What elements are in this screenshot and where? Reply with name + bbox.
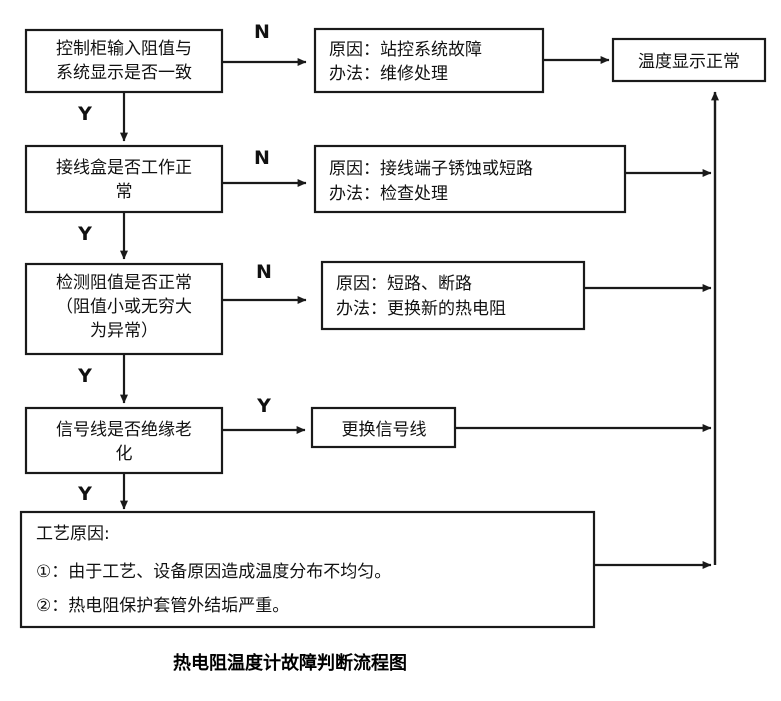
action-node-3-line2: 办法：更换新的热电阻 (336, 299, 506, 319)
action-node-1-line2: 办法：维修处理 (329, 64, 448, 84)
branch-label-n1: N (254, 21, 270, 43)
branch-label-y4: Y (77, 483, 92, 505)
action-node-1-line1: 原因：站控系统故障 (329, 40, 482, 60)
decision-node-1-box (24, 28, 224, 94)
action-node-4-box (310, 406, 457, 449)
process-note-title: 工艺原因: (36, 524, 110, 544)
branch-label-y3: Y (77, 365, 92, 387)
action-node-4[interactable]: 更换信号线 (310, 406, 457, 449)
branch-label-n2: N (254, 147, 270, 169)
terminal-node-label: 温度显示正常 (638, 52, 740, 72)
branch-label-y2: Y (77, 223, 92, 245)
action-node-2[interactable]: 原因：接线端子锈蚀或短路 办法：检查处理 (313, 144, 627, 214)
decision-node-1-line1: 控制柜输入阻值与 (56, 39, 192, 59)
decision-node-2-line2: 常 (116, 182, 133, 202)
action-node-3-box (320, 260, 586, 331)
decision-node-4[interactable]: 信号线是否绝缘老 化 (24, 406, 224, 475)
decision-node-3-line3: 为异常） (90, 321, 158, 341)
decision-node-2[interactable]: 接线盒是否工作正 常 (24, 144, 224, 214)
decision-node-3-box (24, 262, 224, 356)
decision-node-4-line2: 化 (116, 444, 133, 464)
process-note-node[interactable]: 工艺原因: ①：由于工艺、设备原因造成温度分布不均匀。 ②：热电阻保护套管外结垢… (19, 510, 596, 629)
terminal-node-normal-display[interactable]: 温度显示正常 (611, 37, 767, 83)
action-node-2-box (313, 144, 627, 214)
action-node-4-label: 更换信号线 (342, 420, 427, 440)
action-node-3[interactable]: 原因：短路、断路 办法：更换新的热电阻 (320, 260, 586, 331)
process-note-item-1: ①：由于工艺、设备原因造成温度分布不均匀。 (36, 562, 391, 582)
action-node-1[interactable]: 原因：站控系统故障 办法：维修处理 (313, 27, 545, 94)
process-note-item-2: ②：热电阻保护套管外结垢严重。 (36, 596, 289, 616)
diagram-caption: 热电阻温度计故障判断流程图 (173, 652, 407, 674)
decision-node-3[interactable]: 检测阻值是否正常 （阻值小或无穷大 为异常） (24, 262, 224, 356)
decision-node-4-line1: 信号线是否绝缘老 (56, 420, 192, 440)
action-node-1-box (313, 27, 545, 94)
branch-label-y-branch-4: Y (256, 395, 271, 417)
decision-node-1[interactable]: 控制柜输入阻值与 系统显示是否一致 (24, 28, 224, 94)
action-node-2-line2: 办法：检查处理 (329, 184, 448, 204)
process-note-box (19, 510, 596, 629)
action-node-2-line1: 原因：接线端子锈蚀或短路 (329, 159, 533, 179)
action-node-3-line1: 原因：短路、断路 (336, 274, 472, 294)
decision-node-3-line1: 检测阻值是否正常 (56, 273, 192, 293)
terminal-node-box (611, 37, 767, 83)
decision-node-3-line2: （阻值小或无穷大 (56, 297, 192, 317)
decision-node-4-box (24, 406, 224, 475)
branch-label-y1: Y (77, 103, 92, 125)
decision-node-2-line1: 接线盒是否工作正 (56, 158, 192, 178)
decision-node-2-box (24, 144, 224, 214)
decision-node-1-line2: 系统显示是否一致 (56, 63, 192, 83)
branch-label-n3: N (256, 261, 272, 283)
